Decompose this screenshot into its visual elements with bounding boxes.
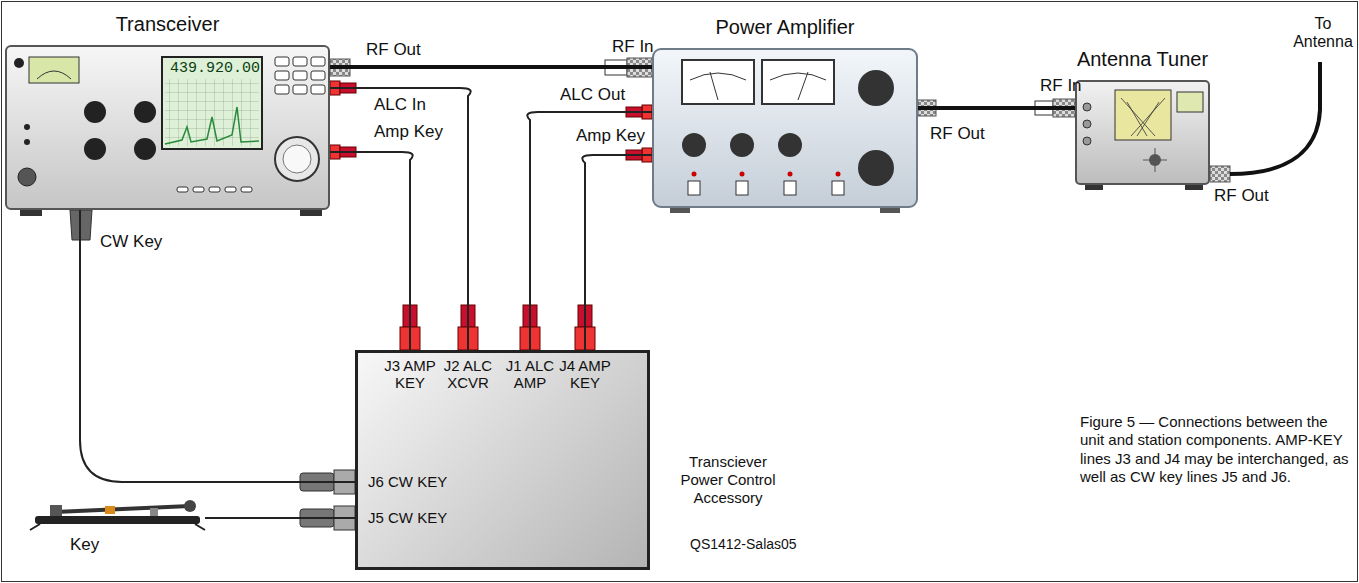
- control-cable: [205, 517, 355, 519]
- coax-cable: [918, 106, 1075, 110]
- port-label: ALC Out: [560, 85, 625, 105]
- jack-label: J4 AMP KEY: [558, 358, 612, 391]
- jack-label: J5 CW KEY: [368, 509, 447, 526]
- jack-label: J6 CW KEY: [368, 473, 447, 490]
- node-title: Transciever Power Control Accessory: [668, 453, 788, 507]
- port-label: Amp Key: [576, 126, 645, 146]
- control-cable: [330, 152, 413, 350]
- node-title: Transceiver: [116, 13, 220, 36]
- port-label: RF Out: [1214, 186, 1269, 206]
- transceiver-box: Transceiver: [5, 45, 330, 210]
- tuner-panel: [1077, 82, 1208, 183]
- node-title: Key: [70, 535, 99, 555]
- transceiver-panel: [7, 47, 328, 208]
- figure-id: QS1412-Salas05: [690, 536, 797, 552]
- control-cable: [330, 88, 471, 350]
- node-title: Antenna Tuner: [1077, 48, 1208, 71]
- jack-label: J1 ALC AMP: [503, 358, 557, 391]
- port-label: RF Out: [366, 40, 421, 60]
- tuner-box: Antenna Tuner: [1075, 80, 1210, 185]
- port-label: RF Out: [930, 124, 985, 144]
- jack-label: J3 AMP KEY: [383, 358, 437, 391]
- port-label: Amp Key: [374, 122, 443, 142]
- key-node: Key: [30, 495, 205, 557]
- control-cable: [582, 155, 652, 350]
- control-cable: [527, 112, 652, 350]
- figure-caption: Figure 5 — Connections between the unit …: [1080, 413, 1352, 486]
- coax-cable: [330, 65, 652, 69]
- port-label: CW Key: [100, 232, 162, 252]
- control-cable: [80, 210, 355, 482]
- node-title: Power Amplifier: [716, 16, 855, 39]
- port-label: ALC In: [374, 95, 426, 115]
- port-label: RF In: [1040, 76, 1082, 96]
- display-readout: 439.920.00: [170, 60, 260, 77]
- amplifier-panel: [654, 50, 916, 206]
- antenna-label: To Antenna: [1293, 15, 1353, 52]
- amplifier-box: Power Amplifier: [652, 48, 918, 208]
- port-label: RF In: [612, 37, 654, 57]
- jack-label: J2 ALC XCVR: [441, 358, 495, 391]
